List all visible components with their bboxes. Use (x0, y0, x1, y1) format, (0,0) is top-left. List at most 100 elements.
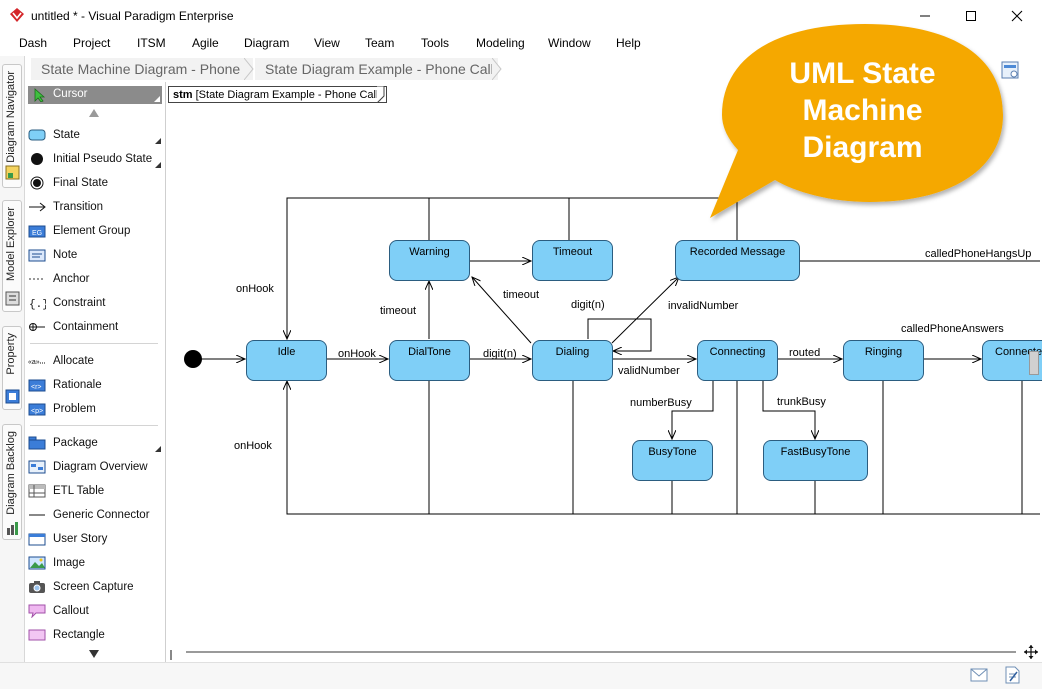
palette-item-label: Transition (53, 201, 104, 213)
mail-icon[interactable] (970, 668, 988, 682)
menu-tools[interactable]: Tools (421, 36, 450, 50)
breadcrumb-item-model[interactable]: State Machine Diagram - Phone (31, 58, 253, 80)
scrollbar-thumb[interactable] (186, 651, 1016, 653)
horizontal-scrollbar[interactable] (166, 644, 1042, 662)
menu-agile[interactable]: Agile (192, 36, 219, 50)
tab-diagram-backlog[interactable]: Diagram Backlog (2, 424, 22, 540)
package-icon (28, 436, 46, 450)
svg-text:EG: EG (32, 230, 42, 237)
document-edit-icon[interactable] (1004, 666, 1020, 684)
svg-text:{.}: {.} (29, 299, 46, 310)
menu-help[interactable]: Help (616, 36, 641, 50)
breadcrumb-item-diagram[interactable]: State Diagram Example - Phone Call (255, 58, 498, 80)
palette-item-label: Containment (53, 321, 119, 333)
palette-item-generic-connector[interactable]: Generic Connector (28, 505, 160, 525)
palette-item-transition[interactable]: Transition (28, 197, 160, 217)
palette-item-anchor[interactable]: Anchor (28, 269, 160, 289)
state-dialtone[interactable]: DialTone (389, 340, 470, 381)
palette-item-label: Note (53, 249, 78, 261)
palette-item-label: Final State (53, 177, 108, 189)
palette-item-containment[interactable]: Containment (28, 317, 160, 337)
menu-team[interactable]: Team (365, 36, 395, 50)
scroll-down-icon[interactable] (89, 650, 99, 658)
palette-item-allocate[interactable]: «a» Allocate (28, 351, 160, 371)
state-fastbusytone[interactable]: FastBusyTone (763, 440, 868, 481)
breadcrumb-chevron-icon (492, 58, 502, 80)
palette-item-label: User Story (53, 533, 108, 545)
transition-label: digit(n) (571, 299, 605, 311)
palette-item-state[interactable]: State (28, 125, 160, 145)
connector-line-icon (29, 514, 45, 516)
state-connecting[interactable]: Connecting (697, 340, 778, 381)
palette-item-image[interactable]: Image (28, 553, 160, 573)
canvas-scroll-handle[interactable] (1029, 351, 1039, 375)
callout-line: Machine (802, 94, 923, 127)
frame-tab-notch (377, 86, 385, 103)
initial-state-icon (31, 153, 43, 165)
image-icon (28, 556, 46, 570)
transition-label: invalidNumber (668, 300, 739, 312)
palette-item-final-state[interactable]: Final State (28, 173, 160, 193)
svg-text:<p>: <p> (31, 408, 43, 415)
diagram-frame-tab: stm [State Diagram Example - Phone Call] (168, 86, 387, 103)
palette-item-initial-pseudo-state[interactable]: Initial Pseudo State (28, 149, 160, 169)
diagram-toolbar (25, 82, 166, 664)
status-bar (0, 662, 1042, 689)
transition-label: onHook (338, 348, 376, 360)
palette-item-rectangle[interactable]: Rectangle (28, 625, 160, 645)
palette-item-package[interactable]: Package (28, 433, 160, 453)
expand-corner-icon (155, 138, 161, 144)
palette-item-label: Screen Capture (53, 581, 134, 593)
pan-move-icon[interactable] (1023, 644, 1039, 660)
state-recorded-message[interactable]: Recorded Message (675, 240, 800, 281)
containment-icon (29, 323, 45, 331)
palette-item-etl-table[interactable]: ETL Table (28, 481, 160, 501)
palette-item-callout[interactable]: Callout (28, 601, 160, 621)
maximize-button[interactable] (948, 0, 994, 32)
palette-item-constraint[interactable]: {.} Constraint (28, 293, 160, 313)
palette-item-rationale[interactable]: <r> Rationale (28, 375, 160, 395)
minimize-button[interactable] (902, 0, 948, 32)
palette-item-problem[interactable]: <p> Problem (28, 399, 160, 419)
tab-model-explorer[interactable]: Model Explorer (2, 200, 22, 312)
state-idle[interactable]: Idle (246, 340, 327, 381)
menu-diagram[interactable]: Diagram (244, 36, 290, 50)
state-busytone[interactable]: BusyTone (632, 440, 713, 481)
transition-label: numberBusy (630, 397, 692, 409)
palette-item-note[interactable]: Note (28, 245, 160, 265)
palette-item-user-story[interactable]: User Story (28, 529, 160, 549)
diagram-overview-icon[interactable] (1000, 60, 1020, 80)
close-button[interactable] (994, 0, 1040, 32)
transition-label: calledPhoneHangsUp (925, 248, 1032, 260)
palette-item-label: Element Group (53, 225, 131, 237)
tab-property[interactable]: Property (2, 326, 22, 410)
menu-view[interactable]: View (314, 36, 340, 50)
state-timeout[interactable]: Timeout (532, 240, 613, 281)
state-warning[interactable]: Warning (389, 240, 470, 281)
menu-project[interactable]: Project (73, 36, 111, 50)
transition-label: trunkBusy (777, 396, 826, 408)
callout-icon (28, 604, 46, 618)
allocate-icon: «a» (28, 359, 45, 366)
menu-window[interactable]: Window (548, 36, 591, 50)
palette-item-cursor[interactable]: Cursor (28, 86, 162, 104)
palette-item-screen-capture[interactable]: Screen Capture (28, 577, 160, 597)
scroll-up-icon[interactable] (89, 109, 99, 117)
state-dialing[interactable]: Dialing (532, 340, 613, 381)
transition-label: calledPhoneAnswers (901, 323, 1004, 335)
transition-label: timeout (380, 305, 417, 317)
diagram-frame-name: [State Diagram Example - Phone Call] (195, 89, 382, 101)
window-title: untitled * - Visual Paradigm Enterprise (31, 9, 234, 23)
menu-dash[interactable]: Dash (19, 36, 48, 50)
menu-modeling[interactable]: Modeling (476, 36, 525, 50)
callout-bubble (710, 24, 1003, 218)
tab-diagram-navigator[interactable]: Diagram Navigator (2, 64, 22, 188)
menu-itsm[interactable]: ITSM (137, 36, 166, 50)
close-icon (1011, 10, 1023, 22)
transition-label: onHook (236, 283, 274, 295)
initial-state-node (184, 350, 202, 368)
palette-item-diagram-overview[interactable]: Diagram Overview (28, 457, 160, 477)
palette-item-element-group[interactable]: EG Element Group (28, 221, 160, 241)
state-ringing[interactable]: Ringing (843, 340, 924, 381)
